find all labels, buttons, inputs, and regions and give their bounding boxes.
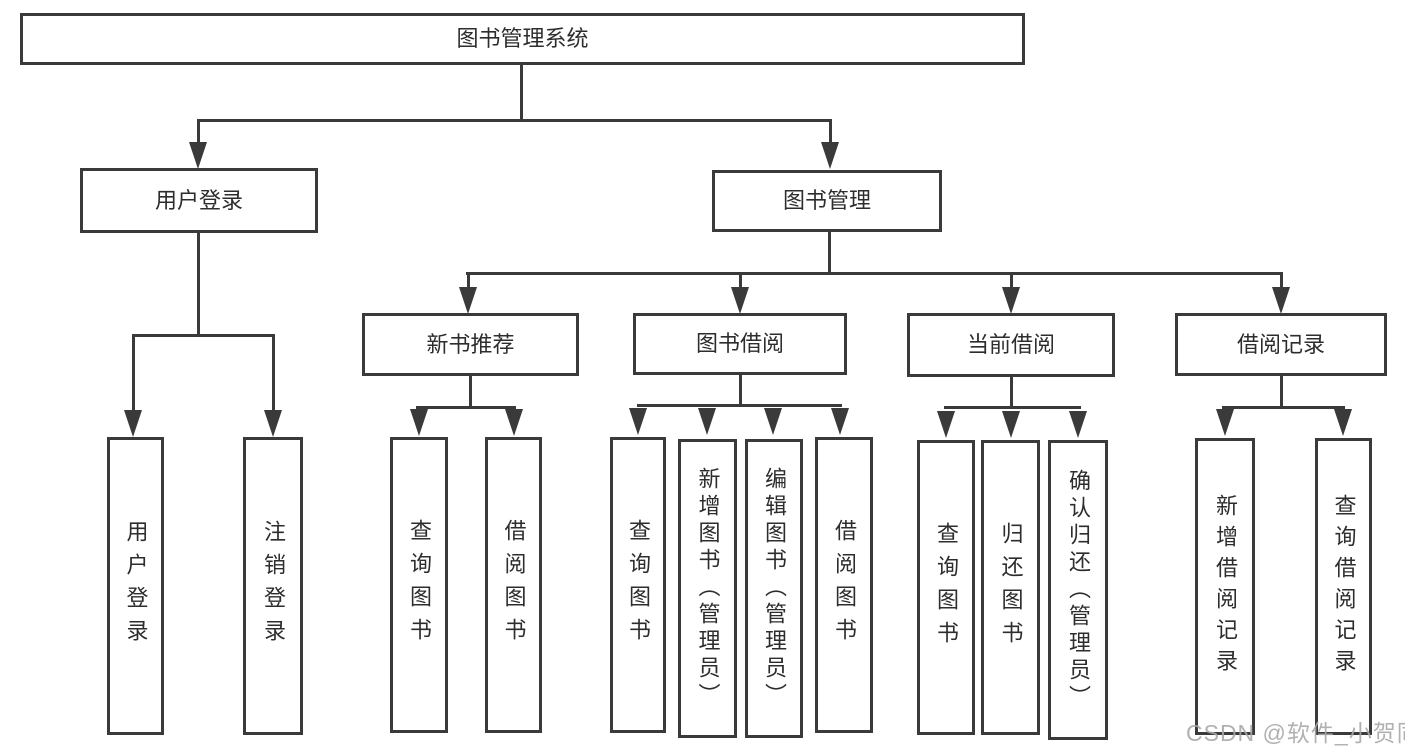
arrow-down-icon	[937, 411, 955, 438]
connector-line	[739, 272, 742, 290]
arrow-down-icon	[821, 142, 839, 169]
arrow-down-icon	[1002, 287, 1020, 314]
connector-line	[828, 232, 831, 275]
arrow-down-icon	[831, 408, 849, 435]
connector-line	[1280, 272, 1283, 290]
watermark-text: CSDN @软件_小贺同	[1186, 720, 1405, 746]
arrow-down-icon	[1216, 409, 1234, 436]
connector-line	[467, 272, 470, 290]
node-book-borrow: 图书借阅	[633, 313, 847, 375]
arrow-down-icon	[764, 408, 782, 435]
arrow-down-icon	[410, 409, 428, 436]
node-root: 图书管理系统	[20, 13, 1025, 65]
arrow-down-icon	[505, 409, 523, 436]
connector-line	[944, 406, 1081, 409]
leaf-add-borrow-record: 新增借阅记录	[1195, 438, 1255, 735]
connector-line	[466, 272, 1282, 275]
leaf-return-book: 归还图书	[981, 440, 1040, 735]
connector-line	[829, 119, 832, 145]
connector-line	[637, 404, 842, 407]
arrow-down-icon	[629, 408, 647, 435]
connector-line	[132, 334, 135, 412]
connector-line	[197, 119, 832, 122]
leaf-confirm-return-admin: 确认归还（管理员）	[1048, 440, 1108, 740]
leaf-logout-login: 注销登录	[243, 437, 303, 735]
leaf-borrow-books: 借阅图书	[485, 437, 542, 733]
leaf-edit-book-admin: 编辑图书（管理员）	[745, 439, 803, 738]
connector-line	[520, 65, 523, 122]
arrow-down-icon	[459, 287, 477, 314]
connector-line	[469, 376, 472, 408]
leaf-query-books: 查询图书	[610, 437, 666, 733]
connector-line	[1280, 376, 1283, 408]
arrow-down-icon	[1272, 287, 1290, 314]
connector-line	[197, 232, 200, 337]
leaf-query-books: 查询图书	[917, 440, 975, 735]
arrow-down-icon	[264, 410, 282, 437]
connector-line	[197, 119, 200, 145]
leaf-add-book-admin: 新增图书（管理员）	[678, 439, 737, 738]
node-borrow-records: 借阅记录	[1175, 313, 1387, 376]
node-book-management: 图书管理	[712, 170, 942, 232]
leaf-query-borrow-record: 查询借阅记录	[1315, 438, 1372, 735]
connector-line	[1010, 272, 1013, 290]
arrow-down-icon	[189, 142, 207, 169]
leaf-user-login: 用户登录	[107, 437, 164, 735]
connector-line	[132, 334, 275, 337]
arrow-down-icon	[731, 287, 749, 314]
arrow-down-icon	[698, 408, 716, 435]
arrow-down-icon	[1069, 411, 1087, 438]
leaf-borrow-books: 借阅图书	[815, 437, 873, 733]
connector-line	[739, 375, 742, 407]
node-user-login: 用户登录	[80, 168, 318, 233]
connector-line	[416, 406, 516, 409]
node-current-borrow: 当前借阅	[907, 313, 1115, 377]
arrow-down-icon	[1334, 409, 1352, 436]
connector-line	[272, 334, 275, 412]
leaf-query-books: 查询图书	[390, 437, 448, 733]
connector-line	[1222, 406, 1345, 409]
node-new-book-recommend: 新书推荐	[362, 313, 579, 376]
arrow-down-icon	[124, 410, 142, 437]
connector-line	[1010, 377, 1013, 408]
arrow-down-icon	[1002, 411, 1020, 438]
csdn-watermark: CSDN @软件_小贺同学	[1186, 714, 1405, 747]
